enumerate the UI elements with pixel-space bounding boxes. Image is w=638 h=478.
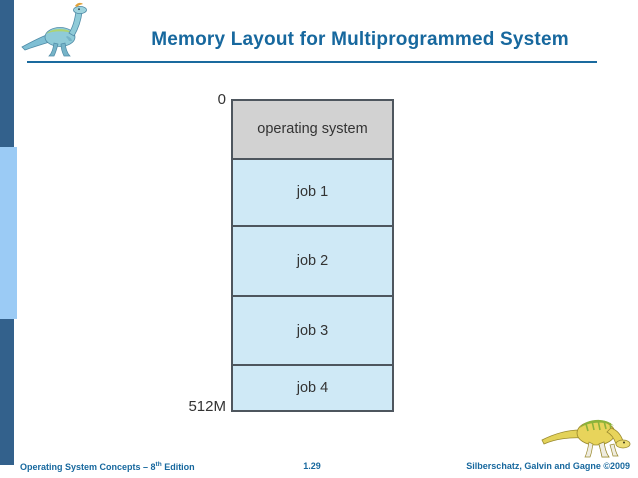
memory-segment-job-4: job 4 [233, 364, 392, 410]
memory-segment-job-3: job 3 [233, 294, 392, 365]
sidebar-bar-bottom [0, 319, 14, 465]
dinosaur-logo-icon [540, 406, 636, 460]
memory-address-bottom: 512M [188, 398, 226, 415]
footer-authors: Silberschatz, Galvin and Gagne ©2009 [466, 461, 630, 471]
page-title: Memory Layout for Multiprogrammed System [151, 29, 569, 50]
footer-book-title: Operating System Concepts – 8th Edition [20, 461, 195, 472]
memory-segment-job-1: job 1 [233, 157, 392, 226]
sidebar-bar-top [0, 0, 14, 147]
memory-address-top: 0 [217, 91, 226, 108]
title-underline [27, 61, 597, 63]
dinosaur-logo-icon [19, 1, 101, 59]
sidebar-bar-middle [0, 147, 17, 319]
memory-segment-operating-system: operating system [233, 101, 392, 158]
memory-layout-diagram: operating system job 1 job 2 job 3 job 4 [231, 99, 394, 412]
memory-segment-job-2: job 2 [233, 225, 392, 295]
footer-page-number: 1.29 [303, 461, 321, 471]
